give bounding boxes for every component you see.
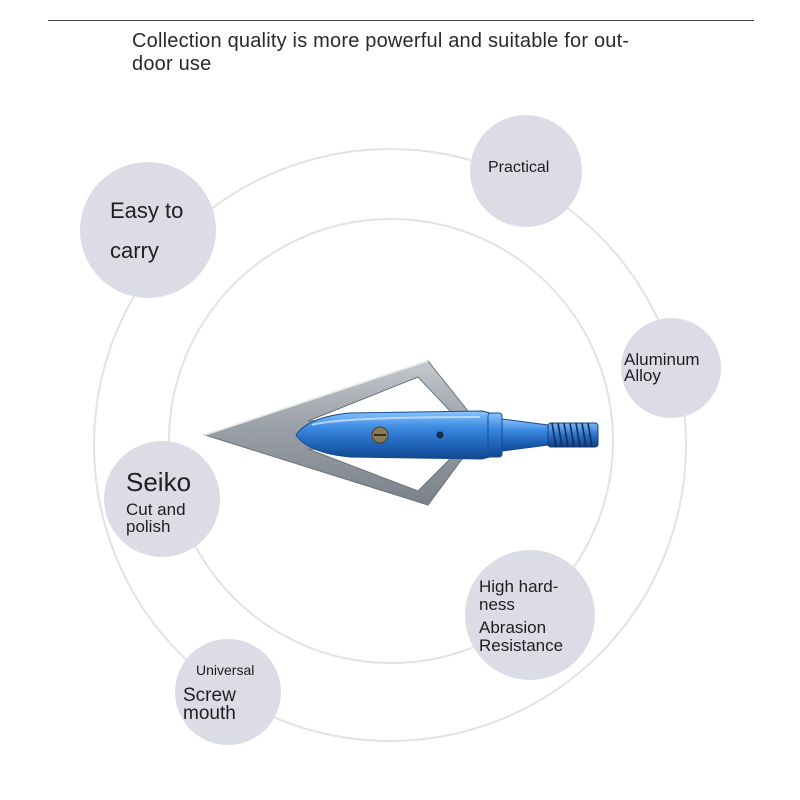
headline: Collection quality is more powerful and …	[132, 30, 672, 76]
feature-text: ness	[479, 595, 515, 614]
feature-text: Cut and	[126, 500, 186, 519]
headline-line-1: Collection quality is more powerful and …	[132, 30, 630, 52]
feature-text: Screw	[183, 685, 236, 706]
feature-text: Aluminum	[624, 350, 700, 369]
feature-text: mouth	[183, 703, 236, 724]
feature-text: Easy to	[110, 198, 184, 223]
broadhead-arrowhead-icon	[203, 360, 599, 506]
feature-easy-to-carry: Easy to carry	[80, 162, 216, 298]
feature-seiko-cut-polish: Seiko Cut and polish	[104, 441, 220, 557]
feature-text: carry	[110, 238, 159, 263]
feature-text: Practical	[488, 159, 550, 176]
headline-line-2: door use	[132, 53, 212, 75]
feature-aluminum-alloy: Aluminum Alloy	[621, 318, 721, 418]
feature-text: Abrasion	[479, 618, 547, 637]
feature-universal-screw-mouth: Universal Screw mouth	[175, 639, 281, 745]
feature-text: Resistance	[479, 636, 564, 655]
feature-practical: Practical	[470, 115, 582, 227]
top-divider	[48, 20, 754, 21]
feature-text: Alloy	[624, 366, 661, 385]
feature-title: Seiko	[126, 467, 192, 497]
outer-ring	[93, 148, 687, 742]
feature-high-hardness: High hard- ness Abrasion Resistance	[465, 550, 595, 680]
feature-text: Universal	[196, 662, 255, 678]
feature-text: High hard-	[479, 577, 559, 596]
feature-text: polish	[126, 517, 171, 536]
